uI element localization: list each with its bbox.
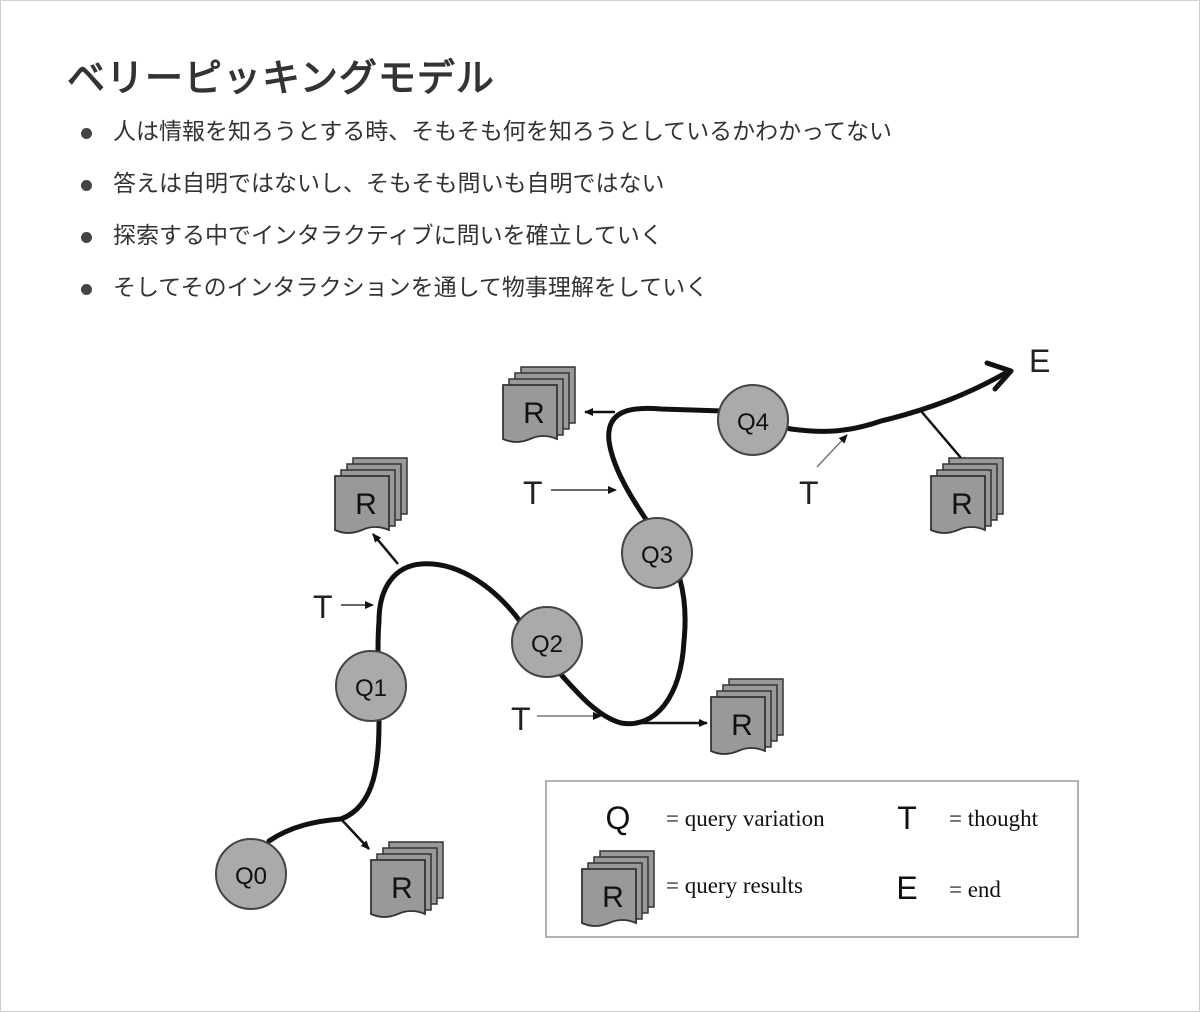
result-arrow [920,410,968,466]
bullet-dot-icon [81,128,92,139]
bullet-item: 人は情報を知ろうとする時、そもそも何を知ろうとしているかわかってない [79,113,892,165]
search-path [266,368,1012,844]
result-label: R [391,872,413,905]
result-label: R [731,709,753,742]
bullet-item: 答えは自明ではないし、そもそも問いも自明ではない [79,165,892,217]
result-stack-icon: R [710,678,784,755]
bullet-item: そしてそのインタラクションを通して物事理解をしていく [79,269,892,321]
end-arrowhead-icon [984,360,1014,392]
end-label: E [1029,343,1050,379]
result-label: R [523,397,545,430]
query-node: Q0 [215,838,287,910]
query-node: Q2 [511,606,583,678]
bullet-text: 探索する中でインタラクティブに問いを確立していく [113,223,663,249]
query-node: Q4 [717,384,789,456]
result-label: R [355,488,377,521]
query-label: Q0 [235,863,267,890]
legend-r-symbol: R [602,881,624,914]
legend-t-text: = thought [949,806,1039,831]
query-label: Q2 [531,631,563,658]
bullet-dot-icon [81,284,92,295]
bullet-list: 人は情報を知ろうとする時、そもそも何を知ろうとしているかわかってない 答えは自明… [79,113,892,321]
legend-r-text: = query results [666,873,803,898]
slide-title: ベリーピッキングモデル [67,56,495,100]
legend-e-symbol: E [896,870,917,906]
query-label: Q4 [737,409,769,436]
bullet-dot-icon [81,232,92,243]
result-label: R [951,488,973,521]
bullet-dot-icon [81,180,92,191]
result-stack-icon: R [930,457,1004,534]
legend-t-symbol: T [897,800,917,836]
result-stack-icon: R [370,841,444,918]
legend-q-text: = query variation [666,806,825,831]
legend-q-symbol: Q [606,800,631,836]
thought-label: T [523,475,543,511]
query-label: Q3 [641,542,673,569]
result-stack-icon: R [334,457,408,534]
query-node: Q1 [335,650,407,722]
bullet-text: 人は情報を知ろうとする時、そもそも何を知ろうとしているかわかってない [113,119,893,145]
bullet-item: 探索する中でインタラクティブに問いを確立していく [79,217,892,269]
thought-label: T [511,701,531,737]
thought-label: T [799,475,819,511]
result-arrow [340,818,370,850]
result-stack-icon: R [502,366,576,443]
thought-arrow [816,434,848,468]
legend: Q = query variation T = thought R = quer… [545,780,1079,938]
result-arrow [372,533,399,565]
thought-label: T [313,589,333,625]
bullet-text: そしてそのインタラクションを通して物事理解をしていく [113,275,709,301]
query-label: Q1 [355,675,387,702]
bullet-text: 答えは自明ではないし、そもそも問いも自明ではない [113,171,665,197]
legend-e-text: = end [949,877,1001,902]
query-node: Q3 [621,517,693,589]
legend-result-stack-icon: R [581,850,655,927]
